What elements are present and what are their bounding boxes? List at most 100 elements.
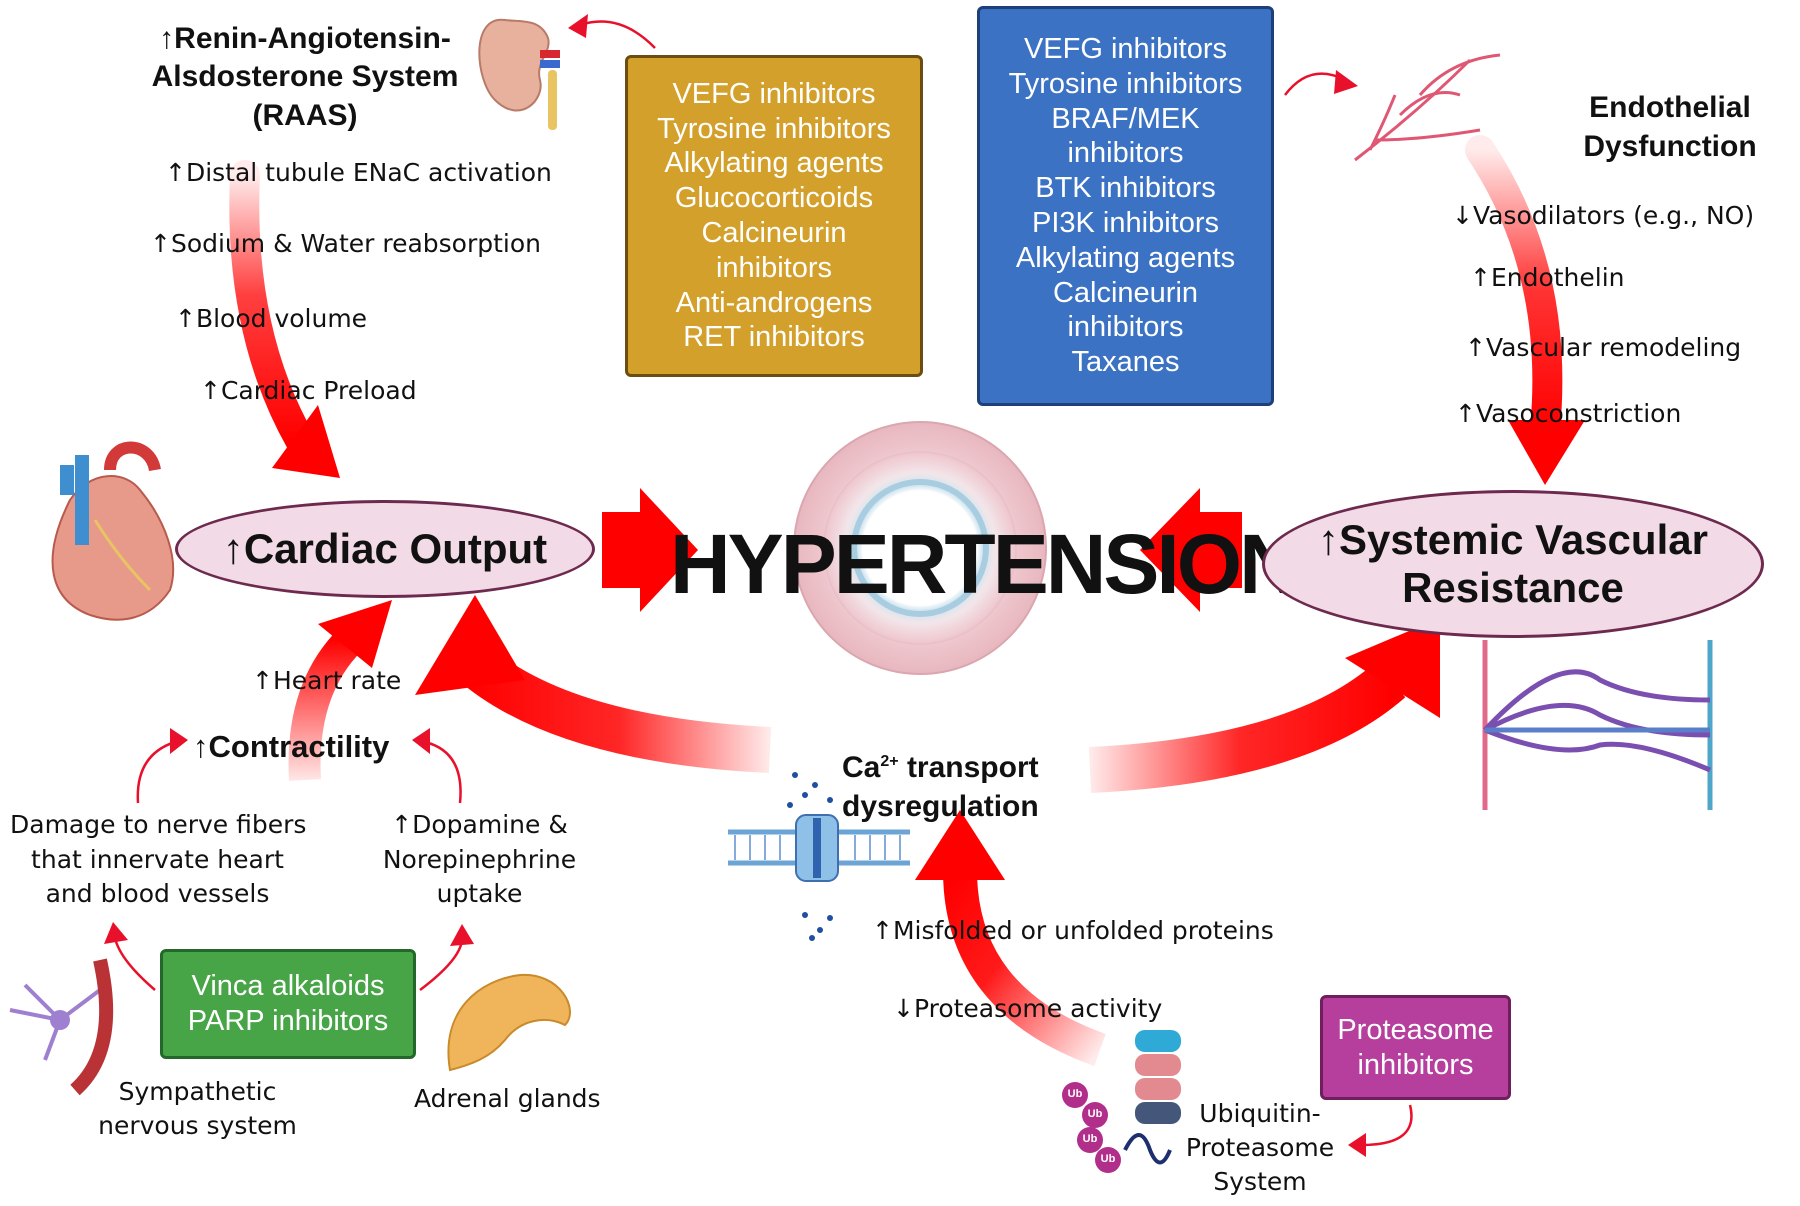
svr-label-line: Resistance [1402,564,1624,611]
raas-effect-blood-volume: ↑Blood volume [175,304,368,333]
drug-box-proteasome: Proteasome inhibitors [1320,995,1511,1100]
nerve-to-contractility-arrow [136,740,176,804]
nerve-damage-line: Damage to nerve fibers [10,810,307,839]
drug-item: Glucocorticoids [674,182,874,215]
svr-label-line: ↑Systemic Vascular [1318,515,1708,563]
nerve-damage-text: Damage to nerve fibers that innervate he… [10,808,307,912]
heart-rate-label: ↑Heart rate [252,666,402,695]
drug-box-sympathetic: Vinca alkaloids PARP inhibitors [160,949,416,1059]
drug-item: VEFG inhibitors [672,77,876,110]
drug-item: Vinca alkaloids [191,970,385,1003]
dopamine-line: Norepinephrine [382,844,577,874]
drug-item: inhibitors [1357,1048,1474,1081]
svr-oval: ↑Systemic Vascular Resistance [1262,490,1764,638]
ion-channel-icon [728,772,910,941]
green-to-nerve-arrow [113,937,156,991]
capillary-bed-icon [1482,640,1713,810]
drug-item: Proteasome [1337,1013,1494,1046]
nerve-damage-line: that innervate heart [31,844,284,874]
proteasome-icon [1123,1030,1181,1165]
endothelial-effect-remodeling: ↑Vascular remodeling [1465,333,1742,362]
kidney-icon [478,18,560,130]
contractility-arrow [288,600,392,781]
calcium-line2: dysregulation [842,790,1039,823]
drug-item: Tyrosine inhibitors [1008,67,1243,100]
drug-box-raas: VEFG inhibitors Tyrosine inhibitors Alky… [625,55,923,377]
raas-title-line: ↑Renin-Angiotensin- [159,22,451,55]
ub-tag: Ub [1100,1153,1116,1165]
dopamine-text: ↑Dopamine & Norepinephrine uptake [372,808,587,912]
heart-icon [51,441,175,621]
raas-title: ↑Renin-Angiotensin- Alsdosterone System … [150,20,460,135]
sympathetic-label: Sympathetic nervous system [95,1075,300,1143]
endothelial-title-line: Endothelial [1589,91,1751,124]
drug-item: Tyrosine inhibitors [657,112,891,145]
endothelial-title: Endothelial Dysfunction [1560,88,1780,166]
drug-item: Taxanes [1071,346,1180,379]
misfolded-proteins-label: ↑Misfolded or unfolded proteins [872,916,1274,945]
dopamine-line: ↑Dopamine & [391,810,568,839]
calcium-suffix: transport [898,751,1039,784]
drug-item: RET inhibitors [683,321,865,354]
small-arrows [104,14,1413,1157]
calcium-to-svr-arrow [1088,618,1440,793]
ups-line: Proteasome [1185,1132,1335,1162]
drug-item: Alkylating agents [664,147,884,180]
ub-tag: Ub [1087,1108,1103,1120]
ubiquitin-chain [1062,1082,1121,1173]
neuron-icon [9,958,114,1096]
endothelial-title-line: Dysfunction [1583,130,1757,163]
drug-item: PARP inhibitors [187,1005,389,1037]
drug-item: PI3K inhibitors [1032,207,1219,239]
ub-tag: Ub [1082,1133,1098,1145]
calcium-to-cardiac-arrow [415,595,772,773]
endothelial-effect-vasodilators: ↓Vasodilators (e.g., NO) [1452,201,1755,230]
raas-effect-preload: ↑Cardiac Preload [200,376,417,405]
ups-line: Ubiquitin- [1199,1099,1321,1128]
dopamine-to-contractility-arrow [424,740,462,804]
drug-item: Anti-androgens [675,286,873,319]
ub-tag: Ub [1067,1088,1083,1100]
drug-item: inhibitors [1067,137,1184,170]
drug-item: BTK inhibitors [1035,172,1216,205]
endothelial-effect-endothelin: ↑Endothelin [1470,263,1625,292]
vessel-cross-section [793,421,1047,675]
calcium-label: Ca2+ transport dysregulation [842,748,1039,826]
sympathetic-line: Sympathetic [118,1077,277,1106]
sympathetic-line: nervous system [98,1110,297,1140]
raas-title-line: (RAAS) [252,98,358,132]
cardiac-output-label: ↑Cardiac Output [222,525,548,572]
calcium-prefix: Ca [842,751,881,784]
svr-to-hypertension-arrow [1140,488,1242,612]
contractility-label: ↑Contractility [193,729,390,764]
drug-box-endothelial: VEFG inhibitors Tyrosine inhibitors BRAF… [977,6,1274,406]
cardiac-output-oval: ↑Cardiac Output [175,500,595,598]
drug-item: inhibitors [1067,311,1184,344]
raas-effect-sodium: ↑Sodium & Water reabsorption [150,229,542,258]
ups-label: Ubiquitin- Proteasome System [1180,1097,1340,1198]
endothelial-effect-vasoconstriction: ↑Vasoconstriction [1455,399,1682,428]
raas-title-line: Alsdosterone System [151,60,459,94]
raas-arrow [229,160,340,478]
endothelial-arrow [1465,135,1585,485]
dopamine-line: uptake [436,879,523,908]
drug-item: VEFG inhibitors [1023,33,1228,66]
ups-line: System [1213,1166,1307,1196]
purple-to-ups-arrow [1361,1104,1413,1147]
adrenal-label: Adrenal glands [414,1084,601,1113]
calcium-superscript: 2+ [880,753,899,770]
proteasome-activity-label: ↓Proteasome activity [893,994,1163,1023]
hypertension-title: HYPERTENSION [670,517,1300,611]
drug-item: Calcineurin [1052,276,1199,309]
cardiac-to-hypertension-arrow [602,488,698,612]
raas-effect-enac: ↑Distal tubule ENaC activation [165,158,552,187]
adrenal-gland-icon [447,973,571,1072]
endothelium-capillary-icon [1354,53,1501,162]
drug-item: BRAF/MEK [1051,102,1200,135]
nerve-damage-line: and blood vessels [45,879,270,908]
drug-item: inhibitors [715,251,833,284]
gold-to-kidney-arrow [579,20,656,49]
ups-to-calcium-arrow [915,810,1106,1067]
